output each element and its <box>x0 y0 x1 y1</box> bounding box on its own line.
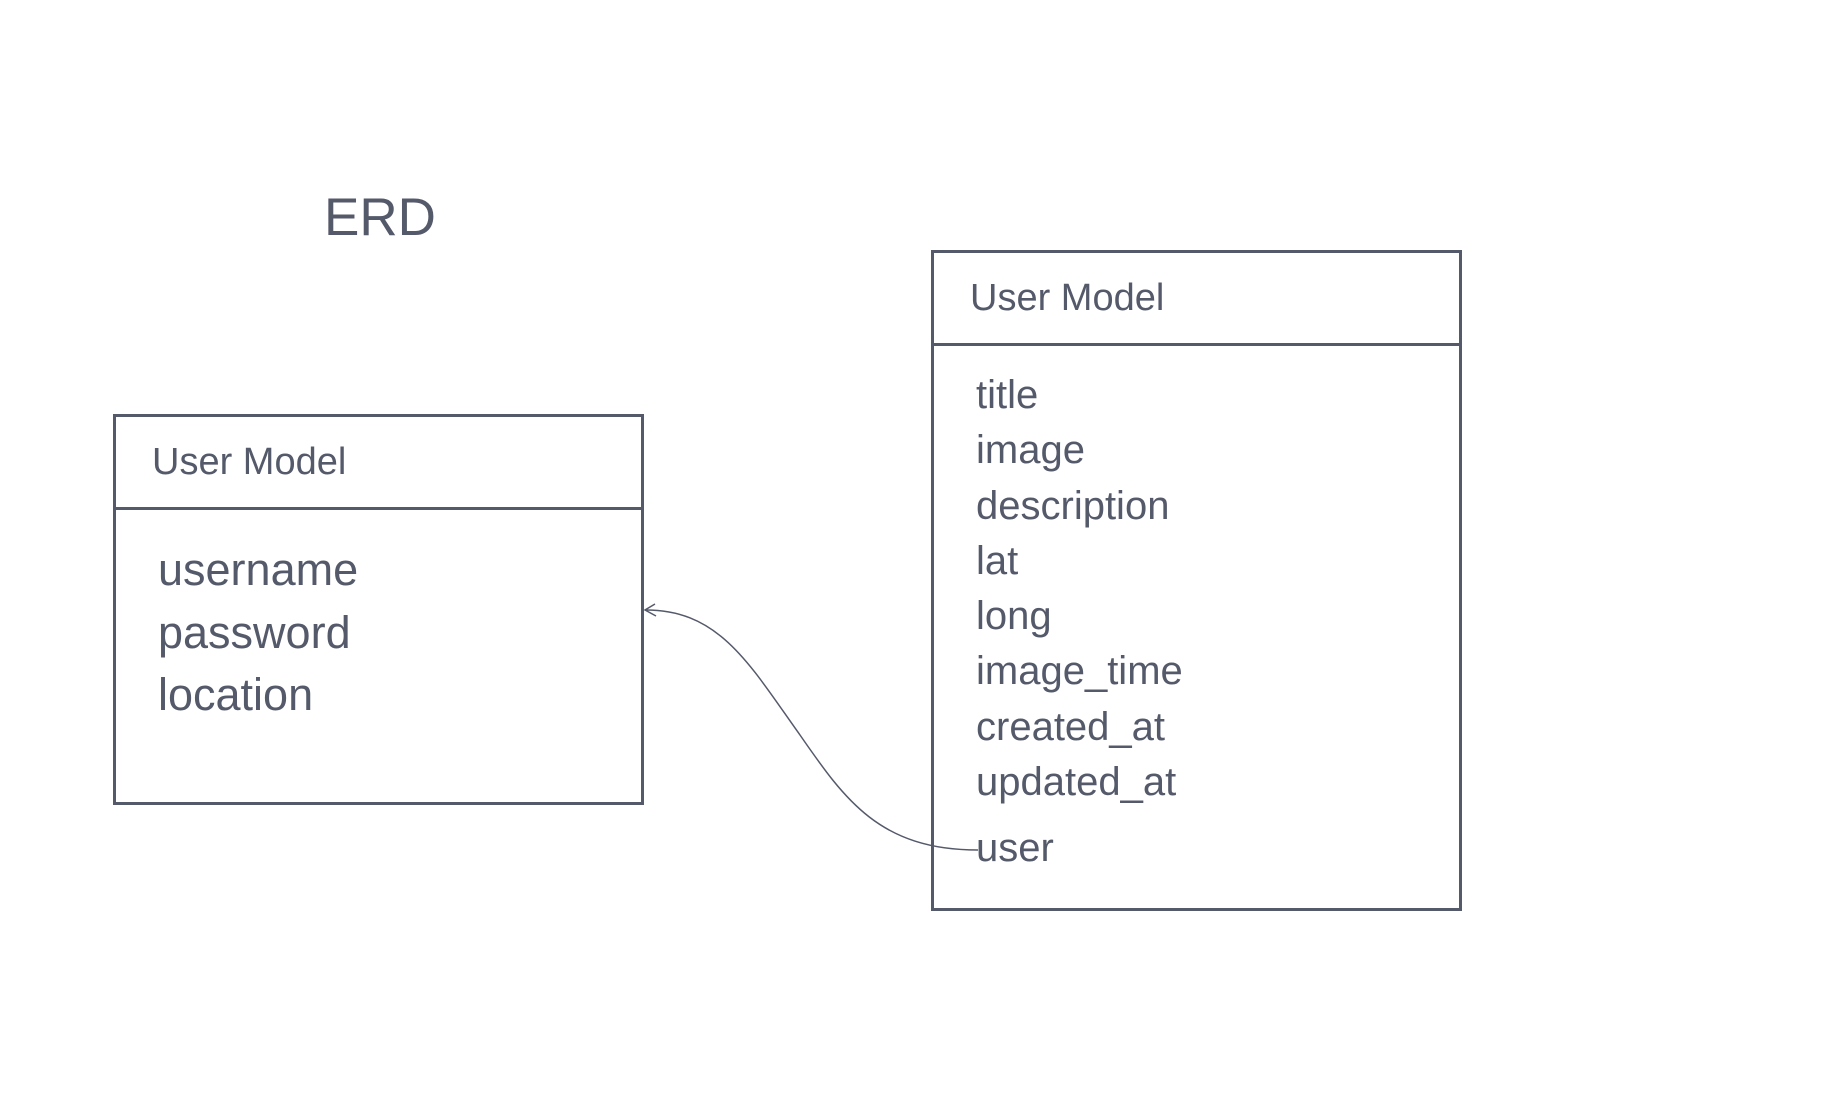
attribute-long: long <box>976 594 1052 638</box>
attribute-description: description <box>976 484 1170 528</box>
attribute-image-time: image_time <box>976 649 1183 693</box>
attribute-user: user <box>976 826 1054 870</box>
attribute-updated-at: updated_at <box>976 760 1177 804</box>
relationship-line <box>645 609 979 851</box>
diagram-title: ERD <box>324 188 436 247</box>
arrowhead-icon <box>643 603 657 617</box>
entity-user-model-right[interactable]: User Model title image description lat l… <box>931 250 1462 911</box>
attribute-location: location <box>158 669 314 720</box>
entity-user-model-left[interactable]: User Model username password location <box>113 414 644 805</box>
attribute-created-at: created_at <box>976 705 1166 749</box>
entity-header: User Model <box>934 253 1459 346</box>
attribute-image: image <box>976 428 1085 472</box>
entity-name: User Model <box>152 441 347 483</box>
entity-header: User Model <box>116 417 641 510</box>
attribute-password: password <box>158 607 351 658</box>
attribute-title: title <box>976 373 1039 417</box>
attribute-username: username <box>158 544 359 595</box>
entity-name: User Model <box>970 277 1165 319</box>
attribute-lat: lat <box>976 539 1019 583</box>
